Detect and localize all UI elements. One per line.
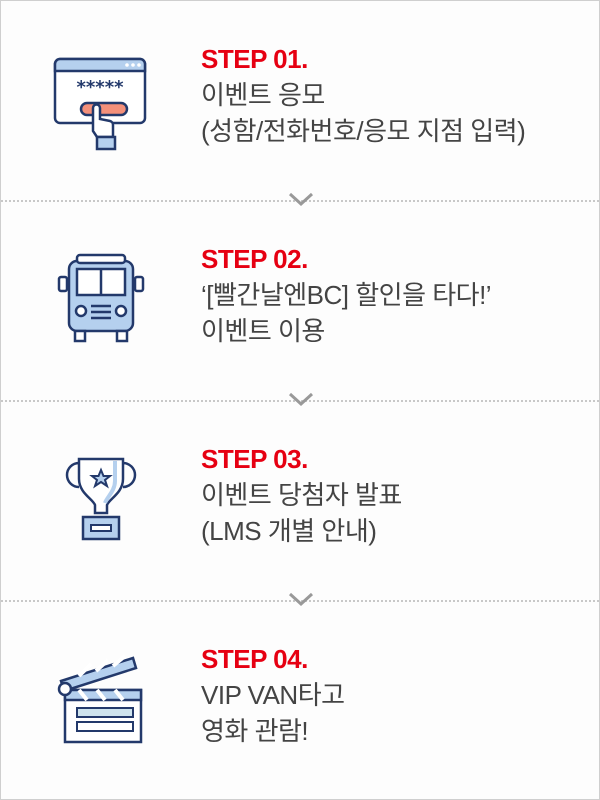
chevron-down-icon (288, 192, 314, 207)
step-title: VIP VAN타고 (201, 680, 345, 710)
step-2: STEP 02. ‘[빨간날엔BC] 할인을 타다!’ 이벤트 이용 (1, 201, 599, 401)
step-4: STEP 04. VIP VAN타고 영화 관람! (1, 601, 599, 799)
step-description: 이벤트 이용 (201, 316, 325, 346)
step-title: 이벤트 당첨자 발표 (201, 480, 402, 510)
step-label: STEP 03. (201, 444, 308, 474)
bus-icon (57, 253, 145, 343)
svg-text:*****: ***** (76, 77, 124, 98)
step-description: (성함/전화번호/응모 지점 입력) (201, 116, 526, 146)
step-description: (LMS 개별 안내) (201, 516, 377, 546)
password-click-icon: ***** (53, 57, 147, 151)
step-title: 이벤트 응모 (201, 80, 325, 110)
chevron-down-icon (288, 592, 314, 607)
step-1: ***** STEP 01. 이벤트 응모 (성함/전화번호/응모 지점 입력) (1, 1, 599, 201)
chevron-down-icon (288, 392, 314, 407)
clapperboard-icon (57, 654, 143, 744)
step-description: 영화 관람! (201, 716, 309, 746)
step-label: STEP 02. (201, 244, 308, 274)
step-label: STEP 04. (201, 644, 308, 674)
divider (1, 200, 599, 202)
step-title: ‘[빨간날엔BC] 할인을 타다!’ (201, 280, 492, 310)
step-label: STEP 01. (201, 44, 308, 74)
trophy-icon (65, 457, 137, 541)
divider (1, 600, 599, 602)
divider (1, 400, 599, 402)
step-3: STEP 03. 이벤트 당첨자 발표 (LMS 개별 안내) (1, 401, 599, 601)
